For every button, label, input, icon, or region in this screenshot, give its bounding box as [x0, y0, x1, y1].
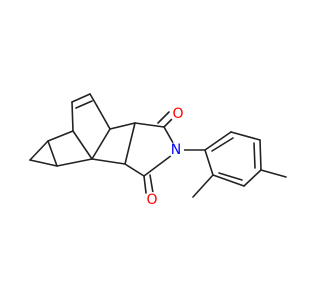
bond	[96, 105, 111, 130]
bond	[47, 130, 74, 142]
bond	[124, 122, 136, 165]
bond	[260, 169, 287, 178]
bond	[259, 139, 262, 171]
bond	[253, 142, 256, 169]
bond	[71, 101, 74, 132]
bond	[89, 93, 98, 107]
bond	[71, 93, 91, 103]
bond	[243, 169, 262, 187]
bond	[143, 175, 147, 194]
atom-label-oxygen-top: O	[172, 106, 183, 122]
molecule-structure-diagram: O O N	[29, 93, 287, 208]
bond	[29, 159, 58, 167]
bond	[204, 149, 214, 176]
bond	[29, 140, 49, 161]
atom-label-nitrogen: N	[171, 142, 181, 158]
bond	[204, 131, 232, 151]
atom-N1: N	[168, 142, 184, 158]
bond	[47, 140, 58, 167]
bond	[75, 100, 93, 109]
bond	[212, 174, 245, 187]
bond	[192, 174, 214, 198]
bond	[124, 163, 145, 177]
bond	[109, 122, 136, 130]
bonds	[29, 93, 287, 198]
bond	[218, 172, 243, 181]
bond	[134, 122, 165, 128]
bond	[72, 130, 93, 160]
bond	[143, 151, 177, 177]
atom-O1: O	[170, 106, 186, 122]
atom-O2: O	[144, 192, 160, 208]
bond	[56, 158, 93, 167]
bond	[230, 131, 261, 141]
bond	[91, 158, 126, 165]
bond	[91, 128, 111, 160]
bond	[149, 174, 154, 194]
bond	[211, 137, 234, 152]
atom-label-oxygen-bottom: O	[146, 192, 157, 208]
atom-labels: O O N	[144, 106, 186, 208]
bond	[157, 111, 170, 124]
